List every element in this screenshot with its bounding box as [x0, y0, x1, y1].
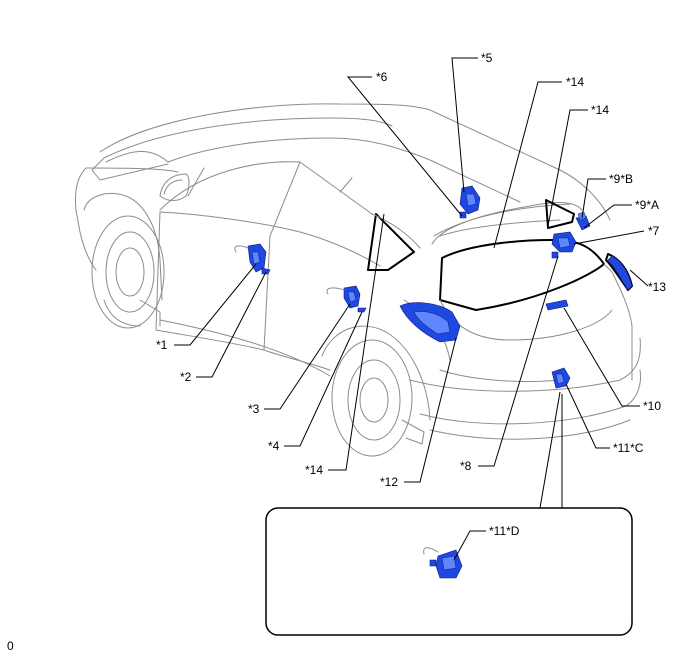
callout-2: *2: [180, 370, 192, 384]
tailgate-lock-part: [551, 231, 577, 259]
license-lamp-part: [545, 299, 569, 311]
components: [234, 185, 633, 389]
roof-module-part: [459, 185, 481, 219]
callout-9b: *9*B: [609, 172, 633, 186]
callout-5: *5: [481, 51, 493, 65]
callout-14-rear-window: *14: [566, 75, 584, 89]
rear-bumper-part: [551, 367, 571, 389]
callout-14-upper: *14: [591, 103, 609, 117]
rear-door-lock-part: [326, 285, 367, 313]
rear-lamp-right-part: [607, 255, 633, 291]
leader-lines: [174, 57, 649, 561]
corner-mark: 0: [7, 639, 14, 653]
detail-inset: [265, 391, 633, 636]
callout-3: *3: [248, 402, 260, 416]
callout-14-side: *14: [305, 463, 323, 477]
callout-9a: *9*A: [635, 198, 659, 212]
rear-lamp-left-part: [399, 302, 461, 343]
callout-4: *4: [268, 439, 280, 453]
callout-10: *10: [643, 399, 661, 413]
callout-6: *6: [376, 70, 388, 84]
callout-13: *13: [648, 280, 666, 294]
callout-8: *8: [460, 459, 472, 473]
callout-11c: *11*C: [613, 441, 644, 455]
callout-labels: *1 *2 *3 *4 *14 *12 *8 *6 *5 *14 *14 *9*…: [7, 51, 666, 653]
callout-1: *1: [156, 338, 168, 352]
callout-11d: *11*D: [489, 524, 520, 538]
callout-12: *12: [380, 475, 398, 489]
callout-7: *7: [648, 224, 660, 238]
front-door-lock-part: [234, 243, 271, 275]
vehicle-outline: [75, 103, 641, 457]
